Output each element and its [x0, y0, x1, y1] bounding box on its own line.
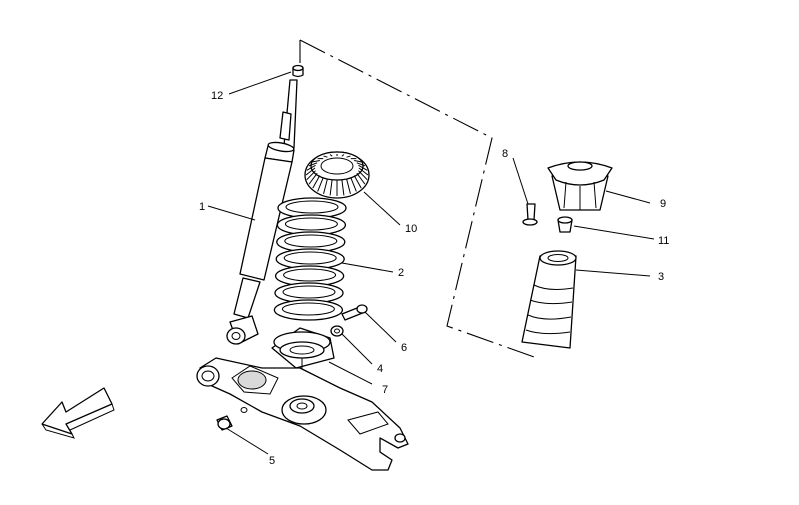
callout-6: 6	[401, 342, 407, 354]
part-12-nut	[292, 64, 304, 78]
callout-1: 1	[199, 201, 205, 213]
callout-7: 7	[382, 384, 388, 396]
part-7-lower-spring-seat	[271, 327, 335, 400]
part-4-nut	[330, 325, 344, 337]
callout-5: 5	[269, 455, 275, 467]
part-6-bolt	[341, 304, 368, 321]
part-11-nut	[557, 216, 573, 233]
part-9-top-mount	[547, 161, 613, 211]
part-5-nut	[216, 415, 233, 431]
part-8-bolt	[522, 203, 538, 226]
part-10-spring-seat	[304, 151, 370, 199]
callout-3: 3	[658, 271, 664, 283]
reference-frame	[299, 39, 538, 359]
callout-12: 12	[211, 90, 223, 102]
part-1-shock-absorber	[226, 79, 298, 345]
part-2-coil-spring	[273, 197, 347, 321]
leader-lines	[207, 71, 655, 455]
callout-10: 10	[405, 223, 417, 235]
lower-control-arm	[196, 357, 409, 471]
part-3-bump-stop	[521, 250, 577, 349]
callout-labels: 12 1 10 2 6 4 7 5 8 9 11 3	[199, 90, 669, 467]
callout-11: 11	[658, 235, 669, 247]
front-direction-arrow-icon	[41, 387, 115, 439]
callout-9: 9	[660, 198, 666, 210]
callout-4: 4	[377, 363, 383, 375]
callout-2: 2	[398, 267, 404, 279]
callout-8: 8	[502, 148, 508, 160]
